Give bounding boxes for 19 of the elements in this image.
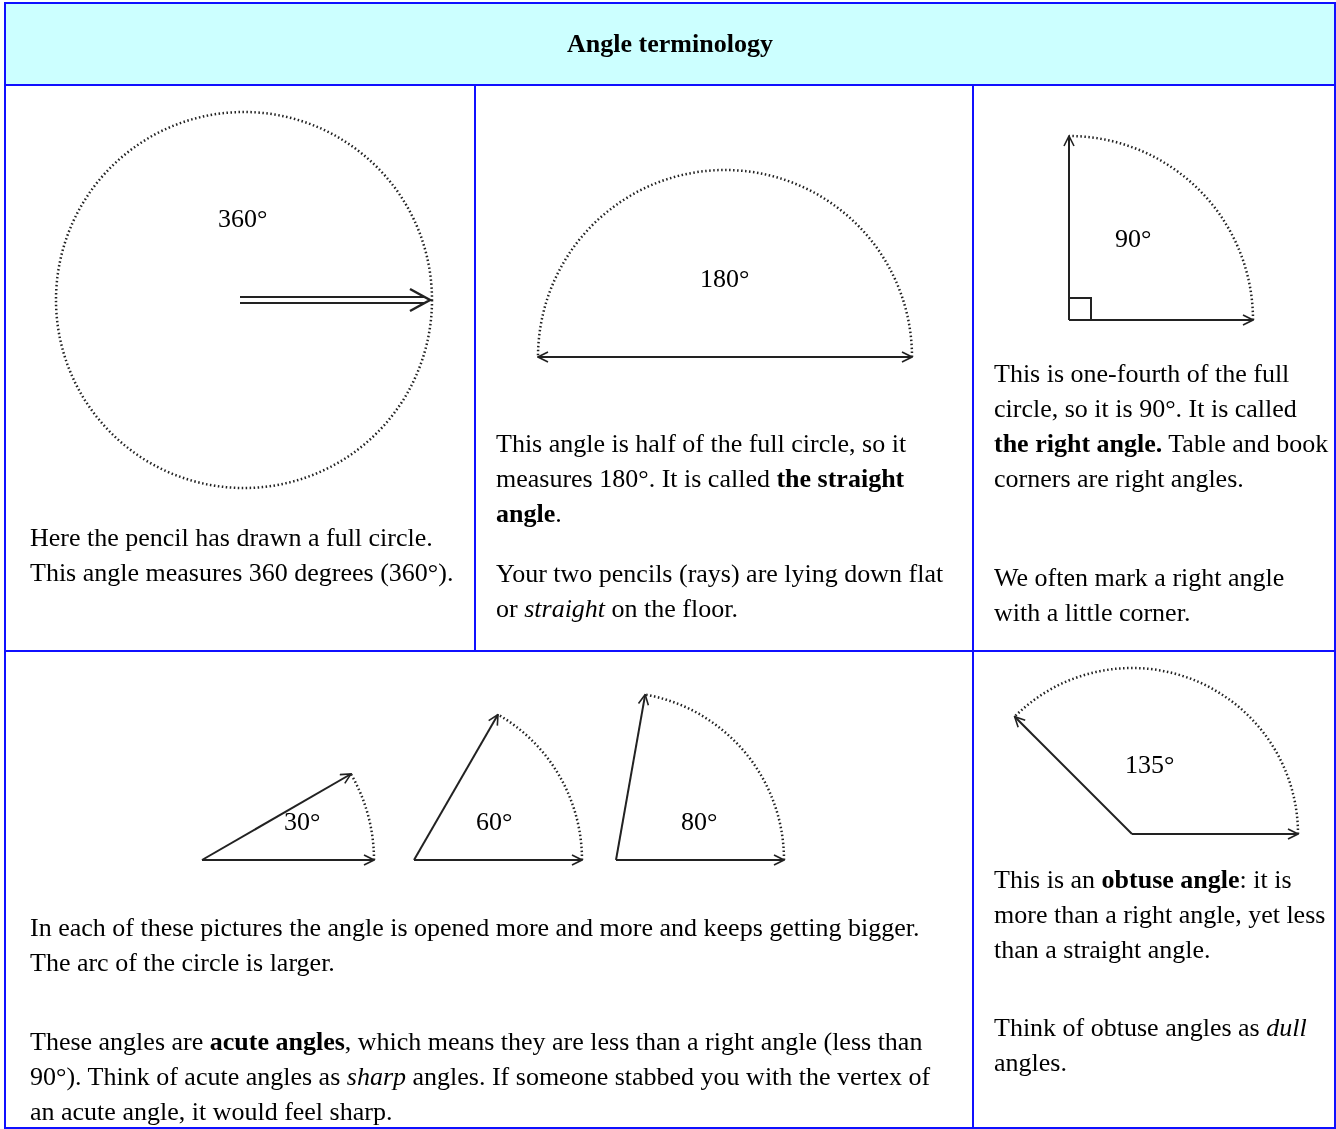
table-cell: [4, 650, 974, 1129]
paragraph: These angles are acute angles, which means they are less than a right angle (less than 90°). Think of acute angles as sharp angles. If someone stabbed you with the vertex of an acute angle, it would feel sharp.: [30, 1026, 932, 1128]
paragraph: This angle is half of the full circle, so it measures 180°. It is called the straight angle.: [496, 428, 908, 530]
paragraph: This is an obtuse angle: it is more than a right angle, yet less than a straight angle.: [994, 864, 1327, 966]
angle-measure: 180°: [700, 264, 750, 294]
angle-measure: 135°: [1125, 750, 1175, 780]
paragraph: We often mark a right angle with a little corner.: [994, 562, 1286, 629]
paragraph: This is one-fourth of the full circle, so it is 90°. It is called the right angle. Table and book corners are right angles.: [994, 358, 1329, 495]
angle-measure: 30°: [284, 807, 321, 837]
angle-measure: 360°: [218, 204, 268, 234]
angle-measure: 60°: [476, 807, 513, 837]
paragraph: Your two pencils (rays) are lying down flat or straight on the floor.: [496, 558, 945, 625]
table-cell: [972, 650, 1336, 1129]
paragraph: Think of obtuse angles as dull angles.: [994, 1012, 1308, 1079]
angle-measure: 80°: [681, 807, 718, 837]
paragraph: In each of these pictures the angle is opened more and more and keeps getting bigger. The arc of the circle is larger.: [30, 912, 921, 979]
table-heading: Angle terminology: [567, 29, 773, 59]
paragraph: Here the pencil has drawn a full circle. This angle measures 360 degrees (360°).: [30, 522, 455, 589]
angle-measure: 90°: [1115, 224, 1152, 254]
